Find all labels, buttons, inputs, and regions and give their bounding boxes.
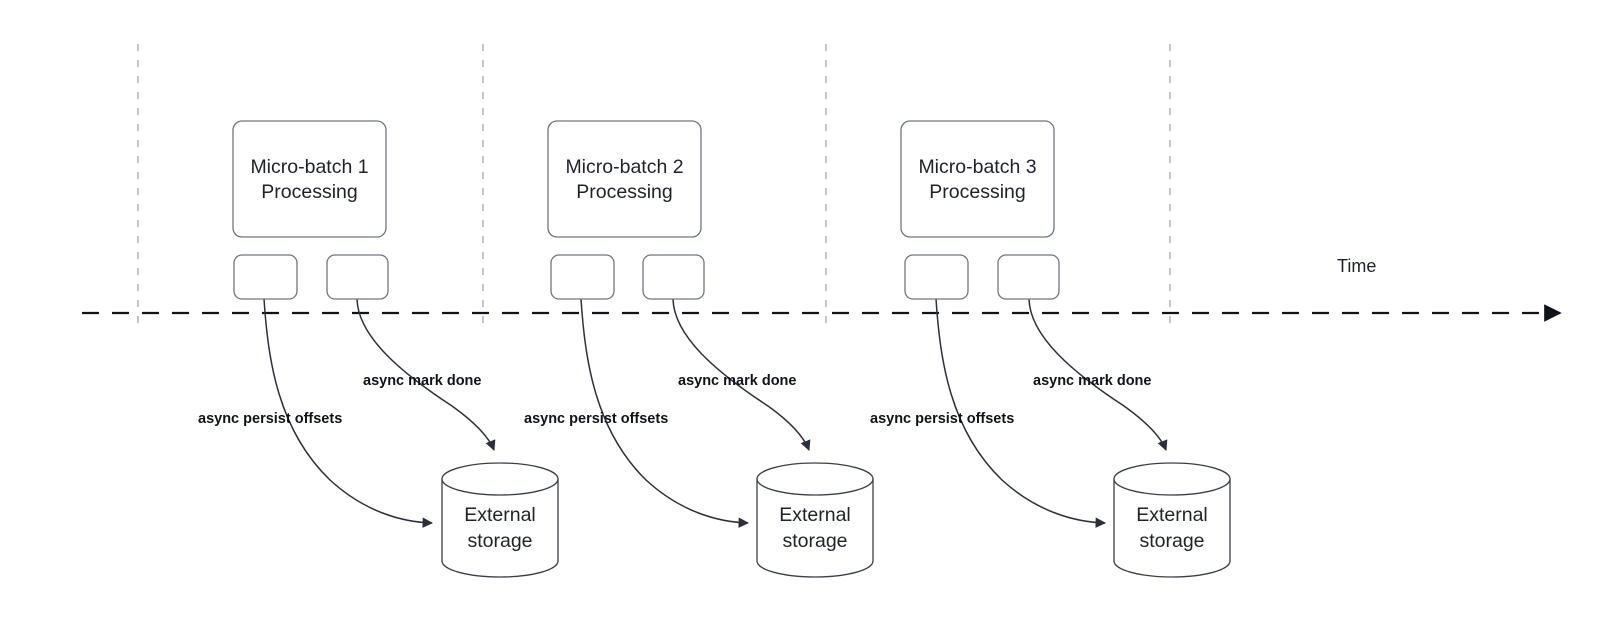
task-box-left-2-1[interactable] — [550, 254, 615, 300]
async-persist-offsets-edge-2 — [580, 298, 750, 528]
microbatch-box-label-line1-1: Micro-batch 1 — [250, 156, 368, 178]
external-storage-cylinder-body-3[interactable] — [1113, 478, 1231, 578]
task-box-right-2-2[interactable] — [642, 254, 705, 300]
external-storage-label-line1-1: External — [464, 504, 536, 526]
async-mark-done-label-3: async mark done — [1033, 373, 1151, 389]
task-box-left-3-1[interactable] — [904, 254, 969, 300]
async-persist-offsets-label-2: async persist offsets — [524, 411, 668, 427]
async-persist-offsets-edge-3 — [935, 298, 1107, 528]
external-storage-cylinder-body-2[interactable] — [756, 478, 874, 578]
task-box-right-1-2[interactable] — [326, 254, 389, 300]
external-storage-cylinder-top-1 — [441, 462, 559, 496]
microbatch-box-label-line1-3: Micro-batch 3 — [918, 156, 1036, 178]
async-mark-done-label-2: async mark done — [678, 373, 796, 389]
external-storage-cylinder-top-2 — [756, 462, 874, 496]
diagram-shapes — [232, 120, 1231, 578]
external-storage-cylinder-body-1[interactable] — [441, 478, 559, 578]
async-mark-done-edge-1 — [356, 298, 496, 451]
microbatch-box-3[interactable] — [900, 120, 1055, 238]
external-storage-label-line2-3: storage — [1139, 530, 1204, 552]
async-mark-done-label-1: async mark done — [363, 373, 481, 389]
microbatch-box-1[interactable] — [232, 120, 387, 238]
async-mark-done-edge-3 — [1028, 298, 1168, 451]
external-storage-label-line2-1: storage — [467, 530, 532, 552]
microbatch-box-2[interactable] — [547, 120, 702, 238]
external-storage-cylinder-top-3 — [1113, 462, 1231, 496]
microbatch-box-label-line2-1: Processing — [261, 181, 357, 203]
microbatch-box-label-line1-2: Micro-batch 2 — [565, 156, 683, 178]
external-storage-label-line2-2: storage — [782, 530, 847, 552]
async-persist-offsets-edge-1 — [263, 298, 434, 528]
async-persist-offsets-label-3: async persist offsets — [870, 411, 1014, 427]
async-mark-done-edge-2 — [672, 298, 811, 451]
async-edges — [263, 298, 1168, 528]
time-axis-label: Time — [1337, 256, 1376, 276]
external-storage-label-line1-2: External — [779, 504, 851, 526]
microbatch-box-label-line2-3: Processing — [929, 181, 1025, 203]
microbatch-box-label-line2-2: Processing — [576, 181, 672, 203]
task-box-left-1-1[interactable] — [233, 254, 298, 300]
task-box-right-3-2[interactable] — [997, 254, 1060, 300]
external-storage-label-line1-3: External — [1136, 504, 1208, 526]
async-persist-offsets-label-1: async persist offsets — [198, 411, 342, 427]
